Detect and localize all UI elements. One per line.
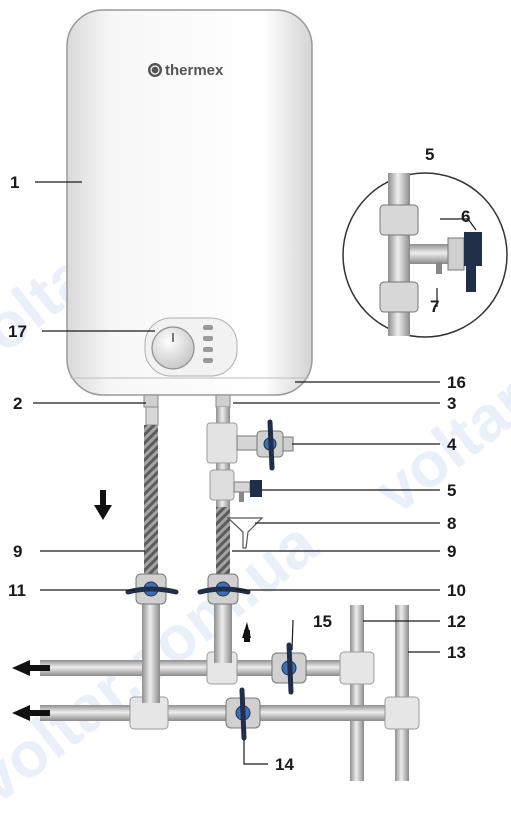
svg-text:thermex: thermex [165, 62, 224, 79]
label-11: 11 [8, 581, 26, 600]
label-8: 8 [447, 514, 457, 533]
label-17: 17 [8, 322, 27, 341]
label-2: 2 [13, 394, 23, 413]
label-13: 13 [447, 643, 466, 662]
pipe-cold-main [40, 660, 360, 676]
label-5-detail: 5 [425, 145, 435, 164]
label-10: 10 [447, 581, 466, 600]
label-6: 6 [461, 207, 471, 226]
thermex-logo: thermex [148, 62, 224, 79]
flex-hose-hot [144, 425, 158, 577]
control-panel [144, 317, 238, 377]
label-3: 3 [447, 394, 457, 413]
pipe-riser-13 [395, 605, 409, 781]
pipe-hot-main [40, 705, 405, 721]
pipe-riser-12 [350, 605, 364, 781]
label-16: 16 [447, 373, 466, 392]
safety-valve-4[interactable] [236, 419, 294, 471]
label-7: 7 [430, 297, 440, 316]
leader-lines [33, 181, 477, 765]
flow-arrows [12, 490, 251, 721]
label-5: 5 [447, 481, 457, 500]
thermostat-knob[interactable] [151, 326, 195, 370]
installation-diagram: thermex [12, 9, 508, 781]
label-12: 12 [447, 612, 466, 631]
shutoff-valve-15[interactable] [271, 642, 307, 695]
arrow-down [94, 490, 112, 520]
arrow-up-stem [244, 630, 250, 642]
arrow-left-cold [12, 660, 50, 676]
label-4: 4 [447, 435, 457, 454]
tank-body [66, 9, 313, 396]
drain-tee-5 [209, 469, 235, 501]
label-15: 15 [313, 612, 332, 631]
water-heater-tank: thermex [66, 9, 313, 396]
flex-hose-cold [216, 507, 230, 577]
supply-pipes [40, 605, 420, 781]
label-1: 1 [10, 173, 20, 192]
drain-valve-5[interactable] [233, 480, 262, 502]
label-9-left: 9 [13, 542, 23, 561]
shutoff-valve-14[interactable] [225, 687, 261, 741]
funnel-8 [226, 517, 264, 549]
tee-fitting-4 [206, 422, 238, 464]
label-9-right: 9 [447, 542, 457, 561]
shutoff-valve-10[interactable] [197, 573, 251, 605]
shutoff-valve-11[interactable] [125, 573, 179, 605]
label-14: 14 [275, 755, 294, 774]
detail-callout [342, 172, 508, 338]
connection-pipes [142, 394, 238, 703]
arrow-left-hot [12, 705, 50, 721]
